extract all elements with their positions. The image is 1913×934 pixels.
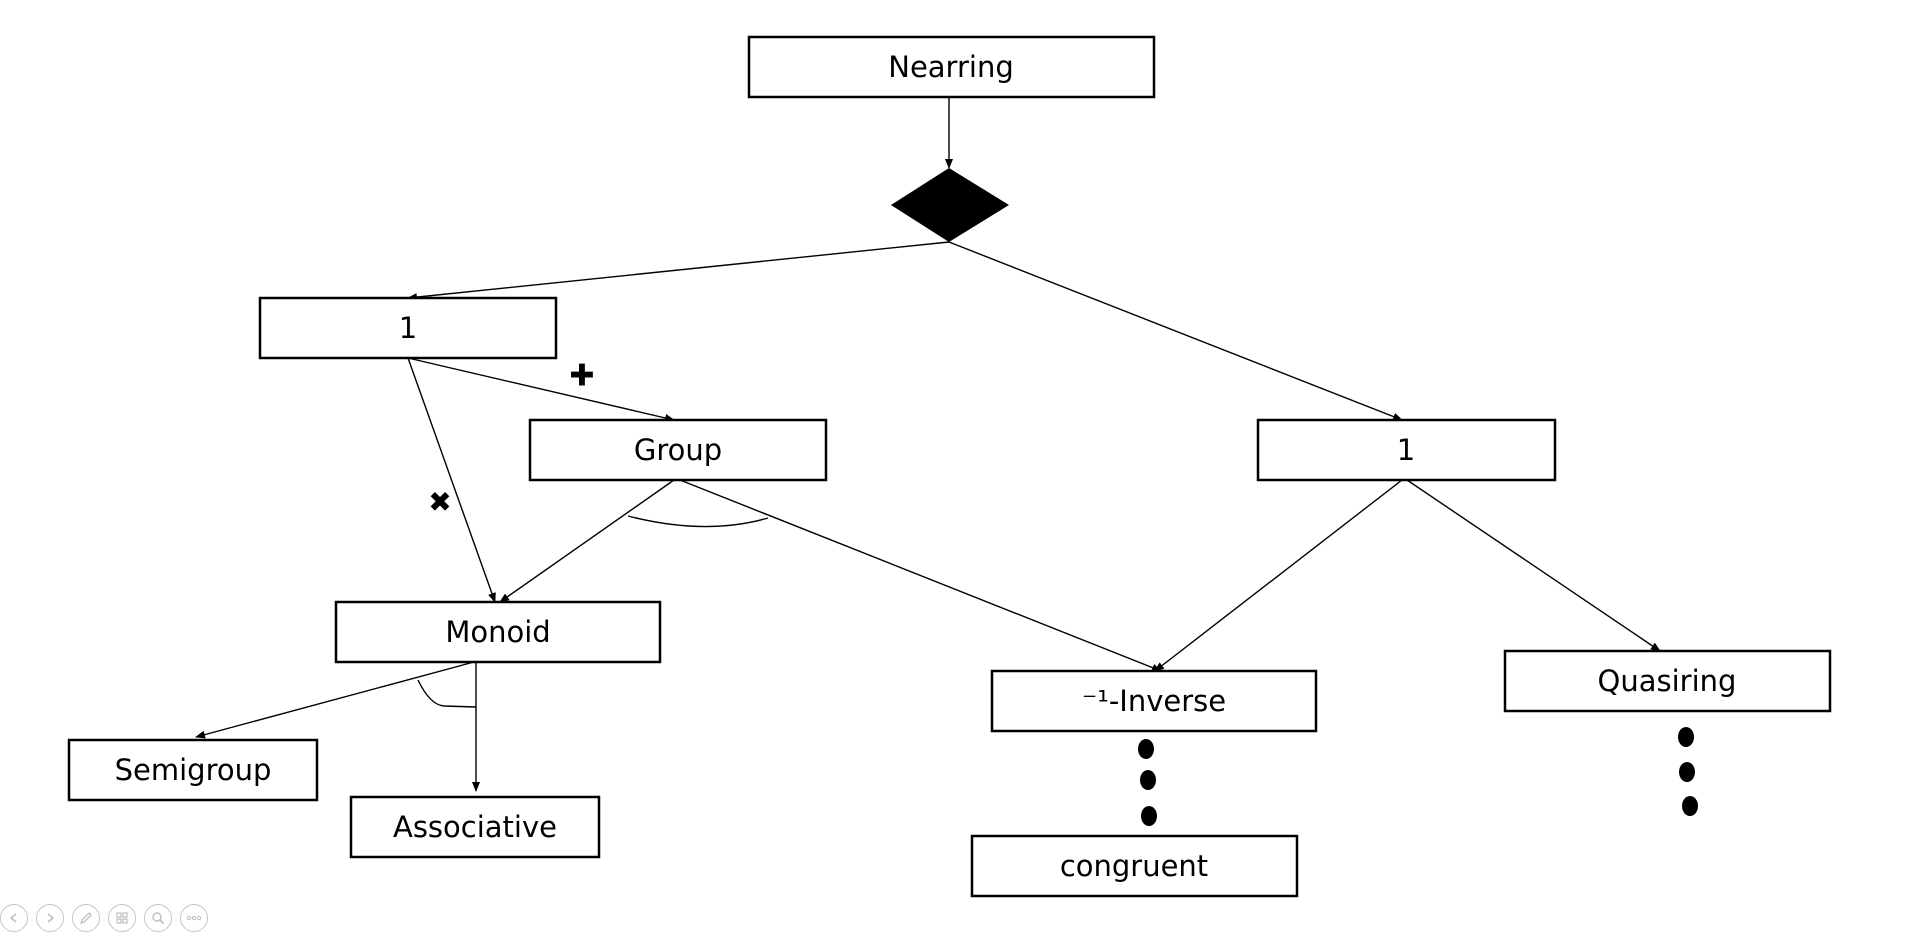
node-group: Group	[528, 418, 828, 482]
node-nearring: Nearring	[747, 35, 1156, 99]
and-arc-monoid	[417, 679, 477, 708]
more-options-button[interactable]	[180, 904, 208, 932]
edge-one-left-to-group	[407, 357, 675, 422]
edge-group-to-inverse	[679, 479, 1162, 672]
node-inverse: ⁻¹-Inverse	[990, 669, 1318, 733]
edge-one-right-to-quasiring	[1406, 479, 1661, 652]
zoom-icon	[152, 912, 165, 925]
slideshow-toolbar	[0, 904, 208, 932]
previous-slide-button[interactable]	[0, 904, 28, 932]
see-all-slides-button[interactable]	[108, 904, 136, 932]
times-operator: ✖	[428, 486, 451, 519]
decision-diamond	[891, 168, 1009, 242]
more-options-icon	[186, 915, 202, 921]
zoom-button[interactable]	[144, 904, 172, 932]
svg-text:congruent: congruent	[1060, 849, 1208, 883]
plus-operator: ✚	[569, 359, 594, 394]
node-semigroup: Semigroup	[67, 738, 319, 802]
node-monoid: Monoid	[334, 600, 662, 664]
node-quasiring: Quasiring	[1503, 649, 1832, 713]
node-congruent: congruent	[970, 834, 1299, 898]
ellipsis-dots-inverse	[1138, 739, 1157, 826]
edges	[195, 97, 1661, 792]
svg-text:1: 1	[399, 311, 417, 345]
edge-one-right-to-inverse	[1154, 479, 1403, 672]
svg-text:Monoid: Monoid	[445, 615, 550, 649]
ellipsis-dots-quasiring	[1678, 727, 1698, 816]
edge-one-left-to-monoid	[407, 357, 496, 603]
see-all-slides-icon	[116, 912, 128, 924]
edge-diamond-to-one-right	[948, 241, 1403, 421]
previous-slide-icon	[9, 913, 17, 923]
next-slide-icon	[47, 913, 55, 923]
and-arc-group	[627, 515, 769, 528]
svg-text:Nearring: Nearring	[888, 50, 1014, 84]
edge-diamond-to-one-left	[407, 241, 950, 302]
svg-text:Group: Group	[634, 433, 722, 467]
pen-button[interactable]	[72, 904, 100, 932]
next-slide-button[interactable]	[36, 904, 64, 932]
node-one-left: 1	[258, 296, 558, 360]
pen-icon	[79, 912, 92, 925]
svg-text:1: 1	[1397, 433, 1415, 467]
svg-text:Semigroup: Semigroup	[115, 753, 272, 787]
node-one-right: 1	[1256, 418, 1557, 482]
svg-text:Associative: Associative	[393, 810, 557, 844]
edge-monoid-to-semigroup	[195, 661, 475, 739]
svg-text:Quasiring: Quasiring	[1598, 664, 1737, 698]
edge-group-to-monoid	[499, 479, 675, 603]
node-associative: Associative	[349, 795, 601, 859]
svg-text:⁻¹-Inverse: ⁻¹-Inverse	[1082, 684, 1226, 718]
